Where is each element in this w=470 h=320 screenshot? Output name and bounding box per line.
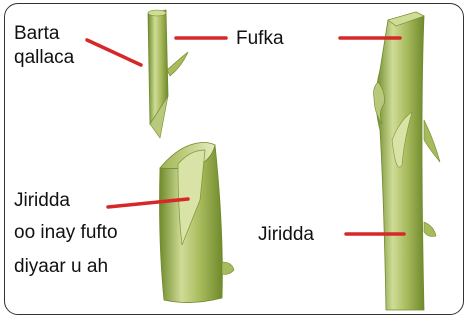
label-scion-line2: qallaca: [14, 47, 74, 69]
scion-stem: [148, 10, 188, 138]
side-bud: [424, 120, 440, 162]
label-rootstock-cut-line2: oo inay fufto: [14, 222, 118, 244]
scion-bud: [167, 52, 188, 76]
label-rootstock-cut-line3: diyaar u ah: [14, 256, 108, 278]
label-bark: Fufka: [236, 28, 284, 50]
rootstock-tall-stem: [374, 12, 441, 310]
label-rootstock-cut-line1: Jiridda: [14, 190, 70, 212]
label-scion-line1: Barta: [14, 23, 59, 45]
rootstock-cut-stem: [160, 143, 235, 303]
leader-line-scion: [87, 40, 141, 65]
label-rootstock: Jiridda: [258, 224, 314, 246]
